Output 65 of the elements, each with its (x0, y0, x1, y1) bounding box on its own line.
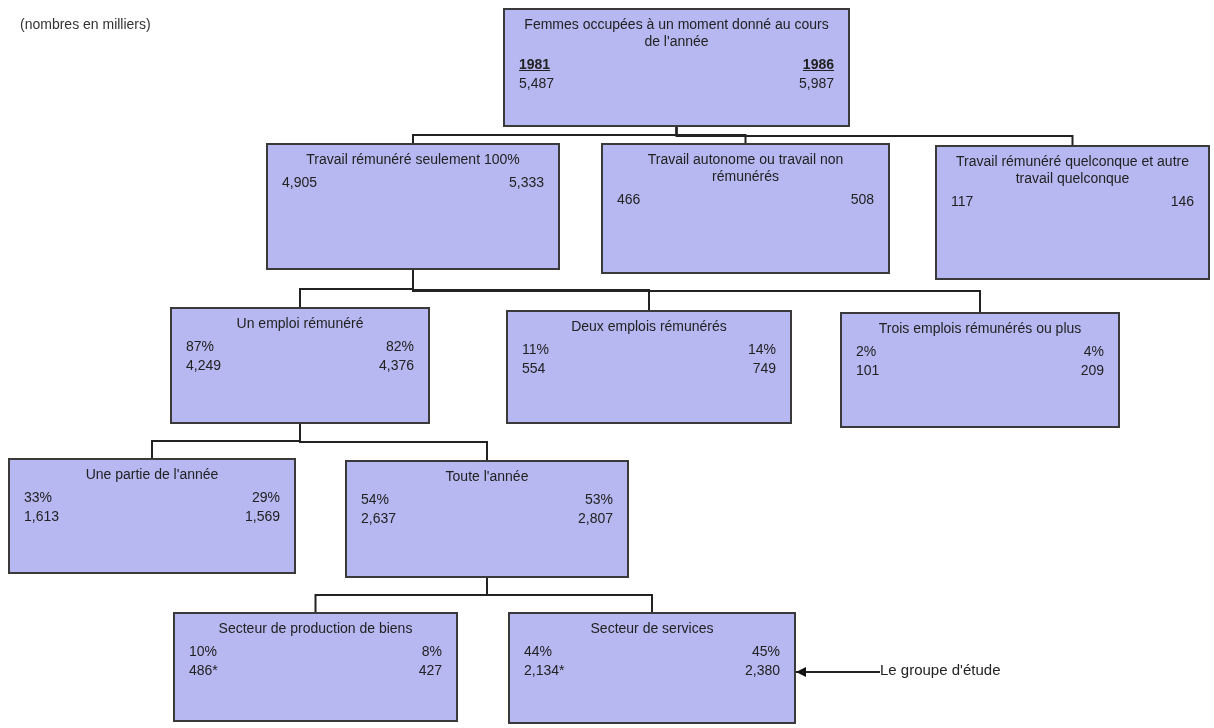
category-box (935, 145, 1210, 280)
connector-line (675, 126, 1074, 146)
box-heading: Une partie de l'année (84, 466, 220, 483)
value-text: 146 (1170, 193, 1194, 210)
value-text: 4,249 (186, 357, 222, 374)
box-heading: Femmes occupées à un moment donné au cours de l'année (523, 16, 830, 50)
value-text: 5,987 (798, 75, 834, 92)
box-heading: Travail rémunéré quelconque et autre travail quelconque (955, 153, 1190, 187)
category-box (506, 310, 792, 424)
category-box (345, 460, 629, 578)
value-text: 10% (189, 643, 218, 660)
year-header: 1981 (519, 56, 552, 73)
value-text: 466 (617, 191, 641, 208)
box-heading: Travail autonome ou travail non rémunérés (646, 151, 845, 185)
value-text: 29% (250, 489, 280, 506)
value-text: 44% (524, 643, 554, 660)
value-text: 1,569 (244, 508, 280, 525)
category-box (8, 458, 296, 574)
value-text: 4,905 (282, 174, 318, 191)
box-heading: Un emploi rémunéré (235, 315, 365, 332)
value-text: 486* (189, 662, 218, 679)
value-text: 54% (361, 491, 391, 508)
value-text: 8% (420, 643, 442, 660)
value-text: 554 (522, 360, 547, 377)
value-text: 508 (850, 191, 874, 208)
category-box (601, 143, 890, 274)
value-text: 2,807 (577, 510, 613, 527)
value-text: 5,487 (519, 75, 555, 92)
box-heading: Secteur de production de biens (217, 620, 414, 637)
value-text: 117 (951, 193, 974, 210)
value-text: 87% (186, 338, 216, 355)
category-box (266, 143, 560, 270)
value-text: 11% (522, 341, 549, 358)
year-header: 1986 (801, 56, 834, 73)
box-heading: Trois emplois rémunérés ou plus (877, 320, 1083, 337)
annotation-text: Le groupe d'étude (880, 661, 1050, 683)
value-text: 427 (418, 662, 442, 679)
value-text: 2,380 (744, 662, 780, 679)
value-text: 53% (583, 491, 613, 508)
value-text: 4% (1082, 343, 1104, 360)
arrow (795, 667, 881, 677)
value-text: 2% (856, 343, 878, 360)
category-box (503, 8, 850, 127)
category-box (508, 612, 796, 724)
value-text: 749 (751, 360, 776, 377)
category-box (840, 312, 1120, 428)
value-text: 14% (747, 341, 776, 358)
value-text: 2,134* (524, 662, 565, 679)
box-heading: Deux emplois rémunérés (570, 318, 728, 335)
value-text: 2,637 (361, 510, 397, 527)
box-heading: Secteur de services (589, 620, 715, 637)
value-text: 82% (384, 338, 414, 355)
value-text: 33% (24, 489, 54, 506)
box-heading: Toute l'année (444, 468, 530, 485)
value-text: 101 (856, 362, 880, 379)
note-text: (nombres en milliers) (20, 16, 151, 32)
value-text: 4,376 (378, 357, 414, 374)
category-box (170, 307, 430, 424)
box-heading: Travail rémunéré seulement 100% (305, 151, 521, 168)
connector-line (299, 423, 488, 461)
value-text: 5,333 (508, 174, 544, 191)
value-text: 45% (750, 643, 780, 660)
category-box (173, 612, 458, 722)
value-text: 1,613 (24, 508, 60, 525)
value-text: 209 (1080, 362, 1104, 379)
